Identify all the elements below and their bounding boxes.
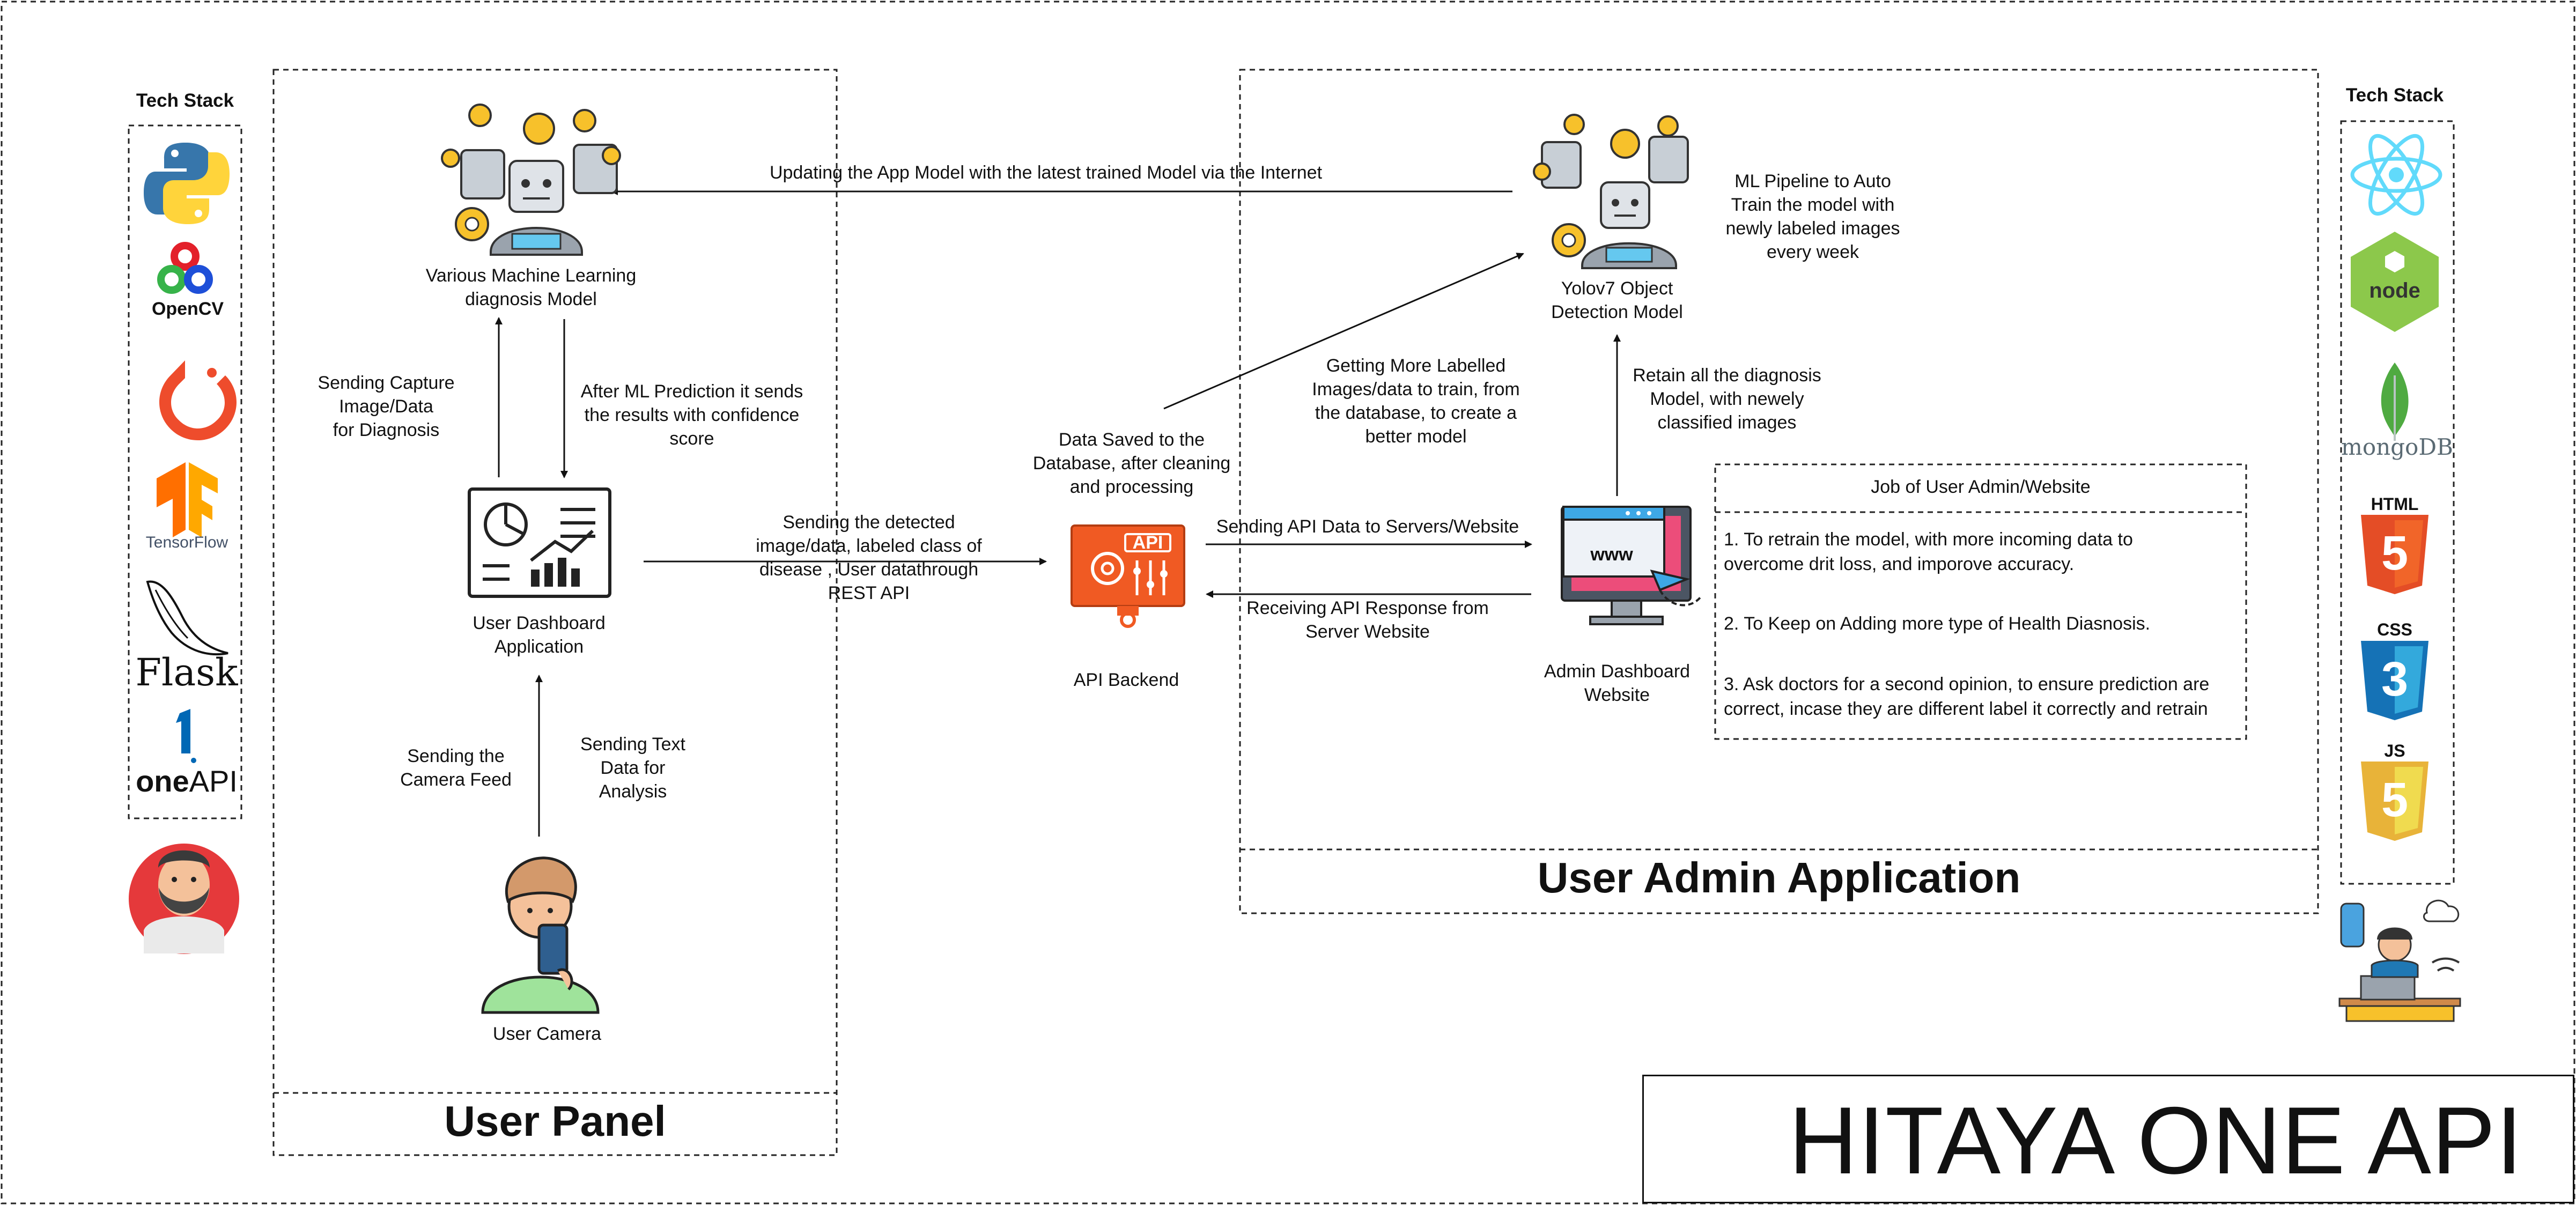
oneapi-label-rest: API xyxy=(189,764,238,798)
oneapi-label-bold: one xyxy=(136,764,189,798)
edge-camera-feed-label: Sending the Camera Feed xyxy=(400,746,512,790)
opencv-label: OpenCV xyxy=(151,299,224,319)
yolo-label: Yolov7 Object Detection Model xyxy=(1551,278,1683,322)
edge-receive-api-label: Receiving API Response from Server Websi… xyxy=(1246,598,1489,642)
tensorflow-label: TensorFlow xyxy=(145,534,228,551)
css3-label: CSS xyxy=(2377,620,2412,639)
js-glyph: 5 xyxy=(2381,773,2409,827)
html5-glyph: 5 xyxy=(2381,527,2409,580)
edge-text-data-label: Sending Text Data for Analysis xyxy=(580,734,685,802)
developer-avatar xyxy=(129,844,239,954)
api-backend-icon xyxy=(1071,524,1185,628)
js-label: JS xyxy=(2384,741,2405,760)
nodejs-logo xyxy=(2351,232,2439,332)
flask-logo xyxy=(146,580,228,656)
job-item-3: 3. Ask doctors for a second opinion, to … xyxy=(1724,674,2210,719)
job-item-1: 1. To retrain the model, with more incom… xyxy=(1724,529,2133,574)
admin-operator-icon xyxy=(2338,899,2461,1022)
edge-detected-label: Sending the detected image/data, labeled… xyxy=(756,512,982,603)
nodejs-label: node xyxy=(2369,279,2420,302)
edge-capture-label: Sending Capture Image/Data for Diagnosis xyxy=(318,373,455,440)
brand-box: HITAYA ONE API xyxy=(1642,1075,2574,1203)
yolo-model-robot-icon xyxy=(1533,114,1689,269)
html5-label: HTML xyxy=(2371,494,2419,514)
user-dashboard-icon xyxy=(468,487,611,598)
camera-label: User Camera xyxy=(492,1024,602,1044)
react-logo xyxy=(2350,134,2442,216)
css3-shield xyxy=(2361,641,2429,720)
admin-dashboard-label: Admin Dashboard Website xyxy=(1544,661,1691,705)
api-icon-text: API xyxy=(1132,533,1163,553)
ml-pipeline-label: ML Pipeline to Auto Train the model with… xyxy=(1725,171,1900,262)
user-camera-person-icon xyxy=(481,856,600,1014)
oneapi-logo xyxy=(176,709,196,763)
right-stack-title: Tech Stack xyxy=(2345,85,2444,106)
job-box-title: Job of User Admin/Website xyxy=(1871,477,2091,497)
edge-updating-label: Updating the App Model with the latest t… xyxy=(769,162,1323,183)
api-backend-label: API Backend xyxy=(1073,670,1179,690)
mongodb-label: mongoDB xyxy=(2341,434,2453,460)
html5-shield xyxy=(2361,515,2429,594)
edge-prediction-label: After ML Prediction it sends the results… xyxy=(580,381,803,449)
ml-model-robot-icon xyxy=(441,104,621,256)
dashboard-label: User Dashboard Application xyxy=(473,613,606,657)
left-stack-title: Tech Stack xyxy=(136,90,234,111)
admin-panel-box xyxy=(1239,69,2319,914)
job-box xyxy=(1714,463,2247,740)
mongodb-leaf xyxy=(2381,363,2409,441)
user-panel-box xyxy=(272,69,838,1156)
pytorch-logo xyxy=(159,360,237,440)
edge-retain-label: Retain all the diagnosis Model, with new… xyxy=(1633,365,1821,433)
ml-model-label: Various Machine Learning diagnosis Model xyxy=(425,265,637,309)
python-logo xyxy=(144,143,230,224)
arrow-db-to-yolo xyxy=(1163,253,1524,410)
js-shield xyxy=(2361,762,2429,841)
user-panel-title: User Panel xyxy=(444,1097,666,1145)
oneapi-label: oneAPI xyxy=(133,764,240,799)
opencv-logo xyxy=(157,242,213,294)
css3-glyph: 3 xyxy=(2381,653,2409,706)
job-item-2: 2. To Keep on Adding more type of Health… xyxy=(1724,613,2151,634)
admin-dashboard-website-icon xyxy=(1561,506,1702,625)
right-stack-box xyxy=(2340,120,2455,885)
tensorflow-logo xyxy=(157,462,218,537)
edge-send-api-label: Sending API Data to Servers/Website xyxy=(1216,516,1519,537)
admin-panel-title: User Admin Application xyxy=(1537,854,2021,901)
edge-db-saved-label: Data Saved to the Database, after cleani… xyxy=(1032,430,1231,497)
brand-title: HITAYA ONE API xyxy=(1789,1087,2523,1194)
edge-more-labelled-label: Getting More Labelled Images/data to tra… xyxy=(1312,356,1520,447)
left-stack-box xyxy=(128,124,242,819)
flask-label: Flask xyxy=(135,650,238,694)
www-text: www xyxy=(1590,544,1633,565)
